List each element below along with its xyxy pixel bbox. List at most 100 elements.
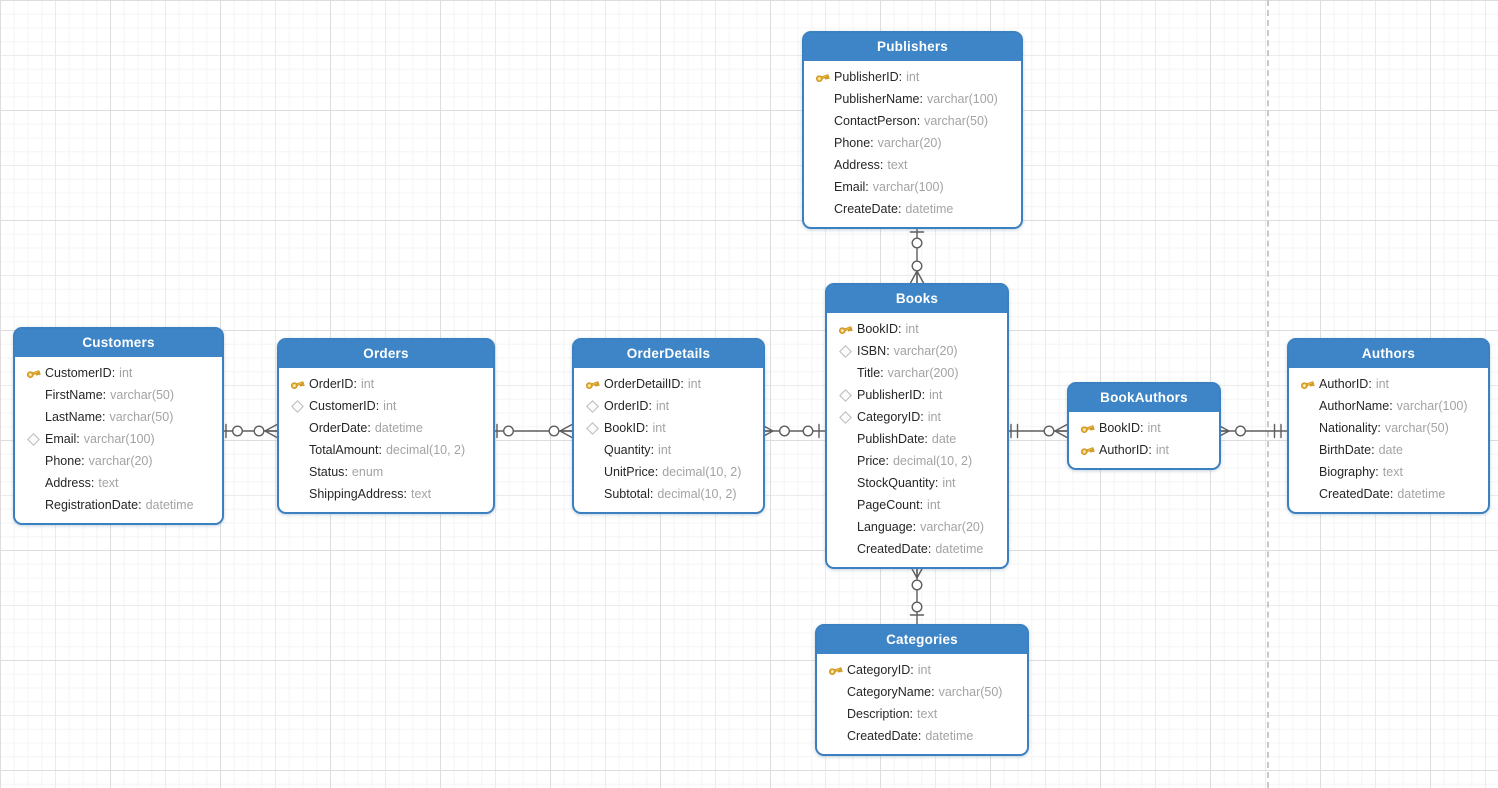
field-name: PublisherName [834, 92, 923, 106]
field-row[interactable]: PublisherNamevarchar(100) [804, 88, 1021, 110]
table-orderdetails-fields: OrderDetailIDint OrderIDint BookIDint Qu… [574, 368, 763, 512]
relationship-publishers-books[interactable] [909, 225, 925, 284]
field-row[interactable]: OrderIDint [279, 373, 493, 395]
field-row[interactable]: AuthorNamevarchar(100) [1289, 395, 1488, 417]
field-row[interactable]: OrderDetailIDint [574, 373, 763, 395]
field-row[interactable]: BookIDint [1069, 417, 1219, 439]
field-row[interactable]: OrderDatedatetime [279, 417, 493, 439]
field-row[interactable]: BookIDint [827, 318, 1007, 340]
field-type: varchar(50) [924, 114, 989, 128]
field-row[interactable]: AuthorIDint [1069, 439, 1219, 461]
field-row[interactable]: CustomerIDint [15, 362, 222, 384]
field-type: int [1155, 443, 1170, 457]
field-type: text [411, 487, 432, 501]
table-categories-title[interactable]: Categories [817, 626, 1027, 654]
field-row[interactable]: PageCountint [827, 494, 1007, 516]
field-row[interactable]: CreateDatedatetime [804, 198, 1021, 220]
table-orders-fields: OrderIDint CustomerIDint OrderDatedateti… [279, 368, 493, 512]
field-name: CustomerID [309, 399, 379, 413]
relationship-books-bookauthors[interactable] [1004, 423, 1068, 439]
field-row[interactable]: CategoryNamevarchar(50) [817, 681, 1027, 703]
field-row[interactable]: ContactPersonvarchar(50) [804, 110, 1021, 132]
field-row[interactable]: CreatedDatedatetime [1289, 483, 1488, 505]
table-books-title[interactable]: Books [827, 285, 1007, 313]
field-row[interactable]: CategoryIDint [827, 406, 1007, 428]
field-row[interactable]: Biographytext [1289, 461, 1488, 483]
field-row[interactable]: CreatedDatedatetime [827, 538, 1007, 560]
field-row[interactable]: PublisherIDint [827, 384, 1007, 406]
field-type: datetime [145, 498, 194, 512]
field-row[interactable]: Descriptiontext [817, 703, 1027, 725]
field-row[interactable]: TotalAmountdecimal(10, 2) [279, 439, 493, 461]
field-name: ShippingAddress [309, 487, 407, 501]
field-name: Phone [45, 454, 85, 468]
field-row[interactable]: Emailvarchar(100) [15, 428, 222, 450]
field-row[interactable]: ISBNvarchar(20) [827, 340, 1007, 362]
table-bookauthors[interactable]: BookAuthors BookIDint AuthorIDint [1067, 382, 1221, 470]
field-row[interactable]: Nationalityvarchar(50) [1289, 417, 1488, 439]
field-row[interactable]: Quantityint [574, 439, 763, 461]
table-orderdetails-title[interactable]: OrderDetails [574, 340, 763, 368]
field-row[interactable]: Pricedecimal(10, 2) [827, 450, 1007, 472]
field-name: CategoryName [847, 685, 935, 699]
table-customers-title[interactable]: Customers [15, 329, 222, 357]
field-type: varchar(100) [926, 92, 998, 106]
relationship-customers-orders[interactable] [219, 423, 278, 439]
table-authors-title[interactable]: Authors [1289, 340, 1488, 368]
field-type: varchar(100) [872, 180, 944, 194]
field-row[interactable]: Emailvarchar(100) [804, 176, 1021, 198]
field-row[interactable]: Phonevarchar(20) [804, 132, 1021, 154]
field-type: int [1147, 421, 1161, 435]
field-row[interactable]: LastNamevarchar(50) [15, 406, 222, 428]
field-name: PageCount [857, 498, 923, 512]
table-orders[interactable]: Orders OrderIDint CustomerIDint OrderDat… [277, 338, 495, 514]
field-row[interactable]: Phonevarchar(20) [15, 450, 222, 472]
relationship-orders-orderdetails[interactable] [490, 423, 573, 439]
field-row[interactable]: CustomerIDint [279, 395, 493, 417]
field-row[interactable]: Language varchar(20) [827, 516, 1007, 538]
field-row[interactable]: Addresstext [804, 154, 1021, 176]
table-orderdetails[interactable]: OrderDetails OrderDetailIDint OrderIDint… [572, 338, 765, 514]
relationship-categories-books[interactable] [909, 565, 925, 625]
field-row[interactable]: StockQuantityint [827, 472, 1007, 494]
field-row[interactable]: FirstNamevarchar(50) [15, 384, 222, 406]
field-type: datetime [374, 421, 423, 435]
field-row[interactable]: ShippingAddress text [279, 483, 493, 505]
field-type: int [906, 70, 920, 84]
field-name: CreatedDate [847, 729, 921, 743]
field-name: PublisherID [834, 70, 902, 84]
field-name: Biography [1319, 465, 1379, 479]
foreign-key-icon [834, 410, 857, 424]
relationship-authors-bookauthors[interactable] [1216, 423, 1288, 439]
table-authors[interactable]: Authors AuthorIDint AuthorNamevarchar(10… [1287, 338, 1490, 514]
field-name: OrderID [604, 399, 652, 413]
table-customers[interactable]: Customers CustomerIDint FirstNamevarchar… [13, 327, 224, 525]
table-orders-title[interactable]: Orders [279, 340, 493, 368]
table-publishers-fields: PublisherIDint PublisherNamevarchar(100)… [804, 61, 1021, 227]
field-row[interactable]: BookIDint [574, 417, 763, 439]
field-row[interactable]: RegistrationDatedatetime [15, 494, 222, 516]
field-row[interactable]: Titlevarchar(200) [827, 362, 1007, 384]
field-row[interactable]: OrderIDint [574, 395, 763, 417]
field-row[interactable]: PublishDatedate [827, 428, 1007, 450]
relationship-books-orderdetails[interactable] [760, 423, 826, 439]
field-row[interactable]: Addresstext [15, 472, 222, 494]
field-type: varchar(20) [920, 520, 985, 534]
field-row[interactable]: UnitPricedecimal(10, 2) [574, 461, 763, 483]
field-row[interactable]: CreatedDatedatetime [817, 725, 1027, 747]
field-row[interactable]: AuthorIDint [1289, 373, 1488, 395]
table-categories[interactable]: Categories CategoryIDint CategoryNamevar… [815, 624, 1029, 756]
field-type: text [1382, 465, 1403, 479]
primary-key-icon [1076, 421, 1099, 436]
table-bookauthors-title[interactable]: BookAuthors [1069, 384, 1219, 412]
field-row[interactable]: CategoryIDint [817, 659, 1027, 681]
table-publishers[interactable]: Publishers PublisherIDint PublisherNamev… [802, 31, 1023, 229]
table-publishers-title[interactable]: Publishers [804, 33, 1021, 61]
field-row[interactable]: PublisherID int [804, 66, 1021, 88]
field-row[interactable]: Statusenum [279, 461, 493, 483]
field-row[interactable]: Subtotaldecimal(10, 2) [574, 483, 763, 505]
field-name: Language [857, 520, 916, 534]
field-row[interactable]: BirthDatedate [1289, 439, 1488, 461]
table-books[interactable]: Books BookIDint ISBNvarchar(20) Titlevar… [825, 283, 1009, 569]
